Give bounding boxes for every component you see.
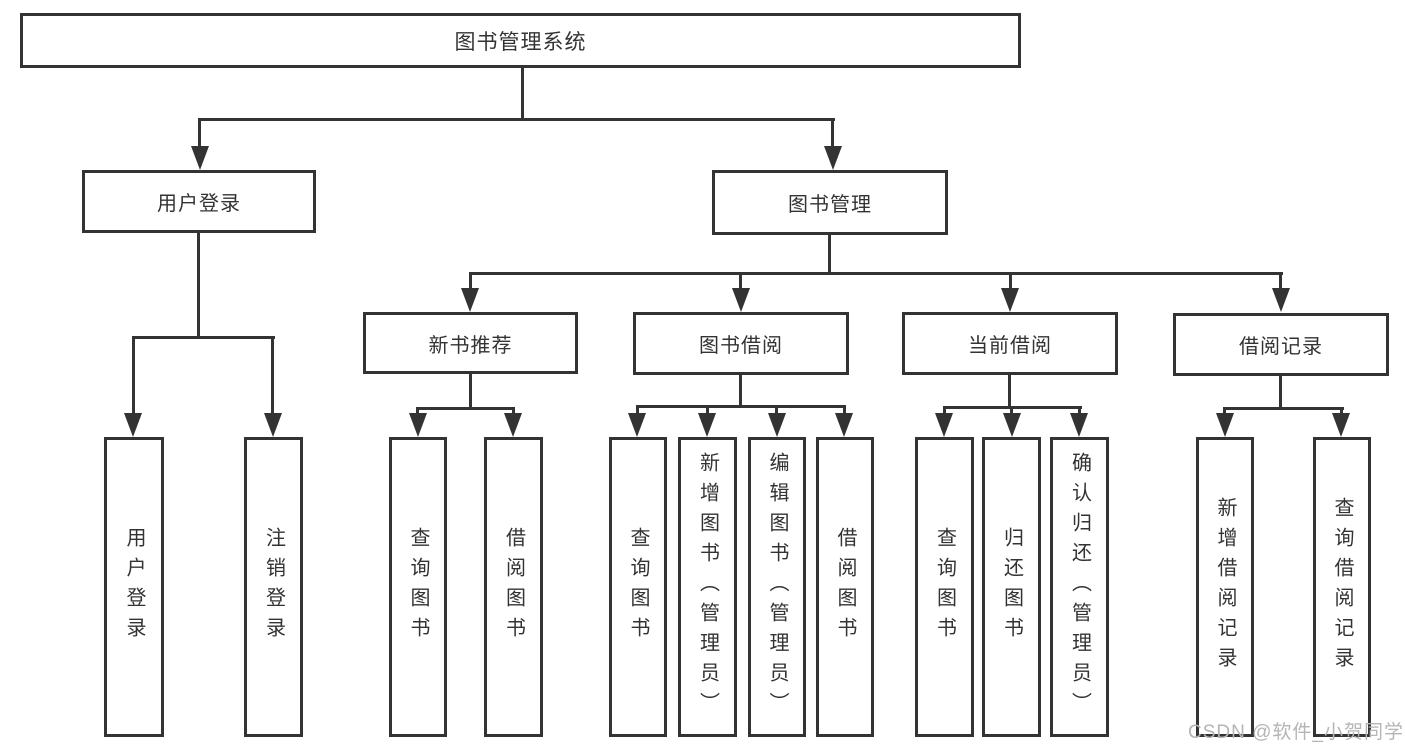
arrowhead-down-icon [698, 413, 716, 437]
connector-line [1010, 406, 1013, 415]
leaf-label: 借阅图书 [834, 527, 856, 647]
node-book-management: 图书管理 [712, 170, 948, 235]
leaf-label: 查询图书 [933, 527, 956, 647]
leaf-cb-query-books: 查询图书 [915, 437, 974, 737]
leaf-label: 编辑图书（管理员） [766, 452, 788, 722]
connector-line [197, 233, 200, 339]
connector-line [271, 336, 274, 415]
leaf-label: 注销登录 [262, 527, 285, 647]
node-borrowing-records: 借阅记录 [1173, 313, 1389, 376]
leaf-bb-query-books: 查询图书 [609, 437, 667, 737]
connector-line [132, 336, 275, 339]
connector-line [1223, 407, 1226, 415]
arrowhead-down-icon [461, 288, 479, 312]
arrowhead-down-icon [191, 146, 209, 170]
arrowhead-down-icon [264, 413, 282, 437]
leaf-br-add-record: 新增借阅记录 [1196, 437, 1254, 737]
arrowhead-down-icon [504, 413, 522, 437]
arrowhead-down-icon [1003, 413, 1021, 437]
connector-line [636, 405, 639, 415]
leaf-nbr-borrow-books: 借阅图书 [484, 437, 543, 737]
leaf-bb-add-books-admin: 新增图书（管理员） [678, 437, 737, 737]
leaf-label: 用户登录 [123, 527, 145, 647]
arrowhead-down-icon [1001, 288, 1019, 312]
arrowhead-down-icon [824, 146, 842, 170]
connector-line [199, 118, 835, 121]
arrowhead-down-icon [732, 288, 750, 312]
connector-line [1340, 407, 1343, 415]
leaf-label: 借阅图书 [502, 527, 525, 647]
leaf-cb-confirm-return-admin: 确认归还（管理员） [1050, 437, 1109, 737]
leaf-label: 确认归还（管理员） [1068, 452, 1091, 722]
connector-line [831, 118, 834, 148]
leaf-logout: 注销登录 [244, 437, 303, 737]
connector-line [1279, 376, 1282, 410]
node-library-management-system: 图书管理系统 [20, 13, 1021, 68]
arrowhead-down-icon [768, 413, 786, 437]
arrowhead-down-icon [935, 413, 953, 437]
arrowhead-down-icon [835, 413, 853, 437]
connector-line [739, 272, 742, 290]
node-label: 当前借阅 [968, 335, 1052, 357]
node-new-book-recommendation: 新书推荐 [363, 312, 578, 374]
connector-line [1009, 272, 1012, 290]
connector-line [512, 407, 515, 415]
arrowhead-down-icon [124, 413, 142, 437]
connector-line [198, 118, 201, 148]
connector-line [132, 336, 135, 415]
node-label: 新书推荐 [428, 334, 513, 357]
arrowhead-down-icon [1332, 413, 1350, 437]
connector-line [469, 272, 472, 290]
arrowhead-down-icon [1272, 288, 1290, 312]
leaf-label: 查询借阅记录 [1331, 497, 1353, 677]
arrowhead-down-icon [628, 413, 646, 437]
connector-line [416, 407, 419, 415]
arrowhead-down-icon [1070, 413, 1088, 437]
node-label: 图书借阅 [699, 335, 783, 357]
leaf-label: 新增借阅记录 [1214, 497, 1236, 677]
leaf-label: 查询图书 [627, 527, 649, 647]
node-label: 图书管理 [788, 194, 872, 216]
connector-line [469, 374, 472, 410]
node-label: 借阅记录 [1239, 336, 1323, 358]
node-label: 图书管理系统 [454, 30, 587, 54]
arrowhead-down-icon [409, 413, 427, 437]
leaf-br-query-record: 查询借阅记录 [1313, 437, 1371, 737]
node-label: 用户登录 [157, 193, 241, 215]
connector-line [843, 405, 846, 415]
node-book-borrowing: 图书借阅 [633, 312, 849, 375]
leaf-label: 新增图书（管理员） [696, 452, 719, 722]
leaf-label: 查询图书 [407, 527, 429, 647]
node-user-login: 用户登录 [82, 170, 316, 233]
connector-line [636, 405, 846, 408]
connector-line [1008, 375, 1011, 409]
leaf-nbr-query-books: 查询图书 [389, 437, 447, 737]
watermark-text: CSDN @软件_小贺同学 [1188, 722, 1404, 743]
connector-line [775, 405, 778, 415]
connector-line [1078, 406, 1081, 415]
leaf-user-login: 用户登录 [104, 437, 164, 737]
connector-line [828, 235, 831, 275]
leaf-bb-edit-books-admin: 编辑图书（管理员） [748, 437, 806, 737]
connector-line [943, 406, 946, 415]
connector-line [416, 407, 515, 410]
connector-line [1279, 272, 1282, 290]
connector-line [739, 375, 742, 408]
connector-line [469, 272, 1283, 275]
leaf-bb-borrow-books: 借阅图书 [816, 437, 874, 737]
connector-line [1223, 407, 1344, 410]
leaf-cb-return-books: 归还图书 [982, 437, 1041, 737]
connector-line [521, 68, 524, 118]
connector-line [706, 405, 709, 415]
leaf-label: 归还图书 [1000, 527, 1023, 647]
arrowhead-down-icon [1216, 413, 1234, 437]
node-current-borrowing: 当前借阅 [902, 312, 1118, 375]
